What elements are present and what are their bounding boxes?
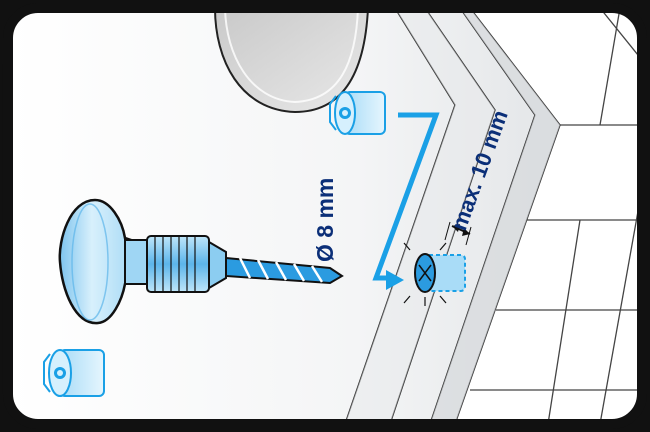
screw-anchor-icon: [330, 92, 385, 134]
drill-neck: [125, 240, 147, 284]
screw-anchor-icon-2: [44, 350, 104, 396]
drill-diameter-label: Ø 8 mm: [312, 178, 338, 262]
drill-chuck-body: [147, 236, 226, 292]
